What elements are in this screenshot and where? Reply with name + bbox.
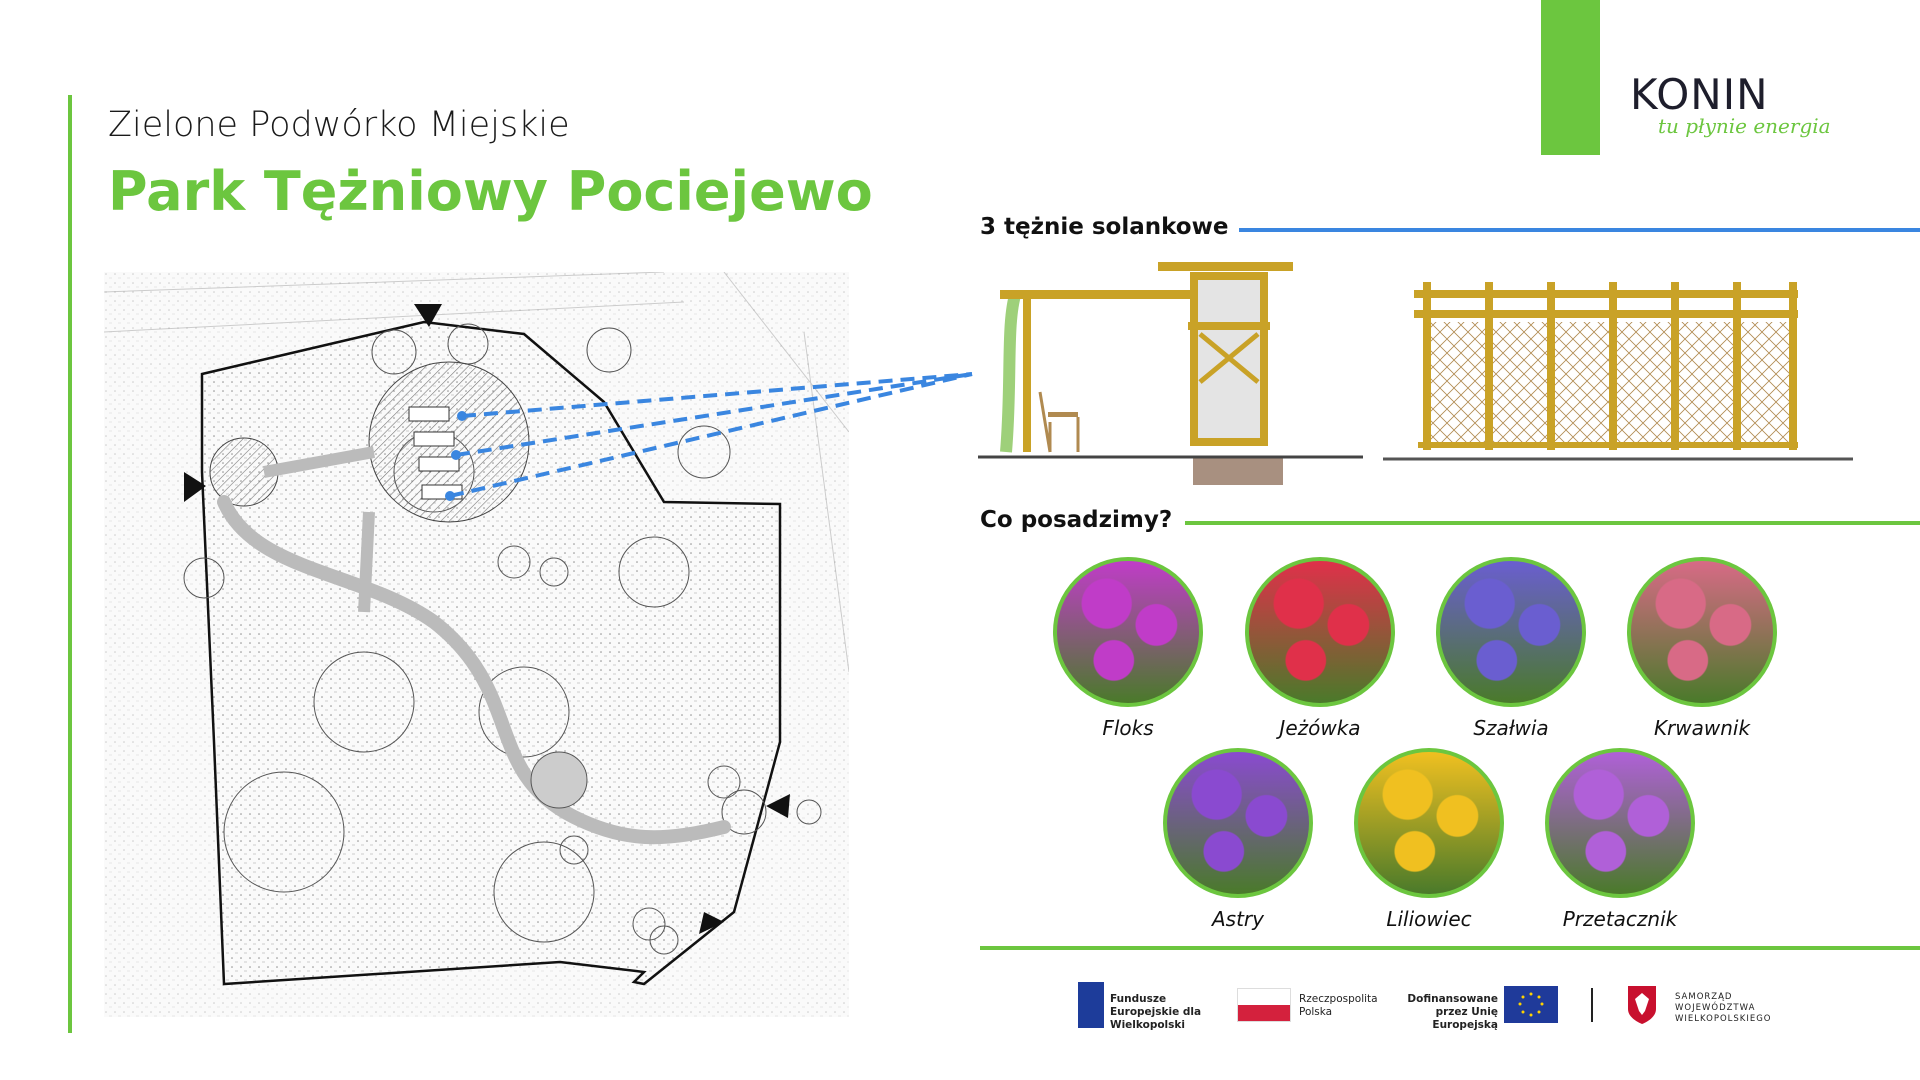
accent-bar	[1541, 0, 1600, 155]
plant-photo-6	[1545, 748, 1695, 898]
konin-logo: KONIN tu płynie energia	[1630, 70, 1845, 145]
plant-photo-0	[1053, 557, 1203, 707]
eu-flag-icon	[1504, 986, 1558, 1023]
footer-separator	[1591, 988, 1593, 1022]
footer-divider	[980, 946, 1920, 950]
site-plan-map	[104, 272, 849, 1017]
plant-photo-4	[1163, 748, 1313, 898]
plant-label: Astry	[1211, 907, 1264, 931]
plant-photo-1	[1245, 557, 1395, 707]
rp-label: Rzeczpospolita Polska	[1299, 993, 1378, 1018]
plant-label: Floks	[1102, 716, 1154, 740]
section-heading-plants: Co posadzimy?	[980, 507, 1173, 533]
plant-photo-5	[1354, 748, 1504, 898]
section-heading-towers: 3 tężnie solankowe	[980, 214, 1229, 240]
plant-label: Przetacznik	[1562, 907, 1678, 931]
plant-photo-2	[1436, 557, 1586, 707]
logo-tagline: tu płynie energia	[1658, 114, 1831, 138]
fe-label: Fundusze Europejskie dla Wielkopolski	[1110, 993, 1202, 1031]
section-divider	[1239, 228, 1920, 232]
plant-label: Krwawnik	[1653, 716, 1751, 740]
plant-label: Szałwia	[1473, 716, 1549, 740]
fe-logo-icon	[1078, 982, 1104, 1028]
page-title: Park Tężniowy Pociejewo	[108, 160, 873, 223]
poland-flag-icon	[1237, 988, 1291, 1022]
coat-of-arms-icon	[1628, 986, 1656, 1024]
logo-name: KONIN	[1630, 70, 1769, 119]
plant-label: Liliowiec	[1386, 907, 1472, 931]
page-subtitle: Zielone Podwórko Miejskie	[108, 105, 570, 145]
graduation-tower-drawings	[978, 262, 1853, 485]
plant-label: Jeżówka	[1279, 716, 1361, 740]
plant-photo-3	[1627, 557, 1777, 707]
eu-label: Dofinansowane przez Unię Europejską	[1407, 993, 1498, 1031]
accent-line	[68, 95, 72, 1033]
sw-label: SAMORZĄD WOJEWÓDZTWA WIELKOPOLSKIEGO	[1675, 992, 1772, 1024]
section-divider	[1185, 521, 1920, 525]
